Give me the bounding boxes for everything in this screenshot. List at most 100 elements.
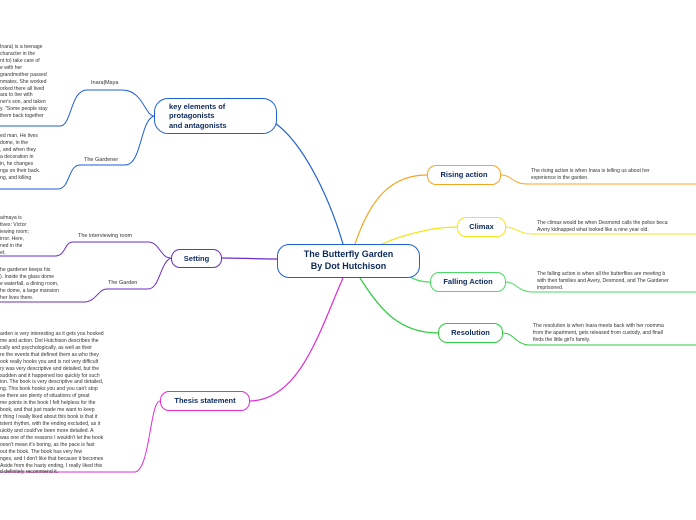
note-falling-line: The falling action is when all the butte… (537, 271, 666, 277)
connector-thesis (249, 277, 344, 402)
note-thesis-line: nges, and I don't like that because it b… (0, 455, 104, 462)
note-thesis-line: arden is very interesting as it gets you… (0, 331, 104, 337)
connector-thesis-note (0, 400, 161, 473)
topic-falling-action[interactable]: Falling Action (430, 272, 506, 292)
note-inara-line: nt to) take care of (0, 57, 40, 64)
rising-action-label: Rising action (440, 170, 488, 180)
connector-garden (0, 257, 172, 303)
note-thesis-line: out the book. The book has very few (0, 448, 83, 455)
note-thesis-line: re the events that defined them as who t… (0, 351, 99, 358)
setting-label: Setting (183, 253, 210, 263)
connector-rising-action (354, 174, 428, 245)
note-interviewing-line: a/maya is (0, 215, 22, 221)
connector-setting (221, 257, 278, 260)
thesis-label: Thesis statement (174, 396, 236, 406)
subtopic-the-garden[interactable]: The Garden (108, 280, 138, 286)
key-elements-label-line3: and antagonists (169, 120, 227, 130)
note-inara-line: y. "Some people stay (0, 106, 48, 113)
note-thesis-statement: arden is very interesting as it gets you… (0, 331, 130, 476)
note-thesis-line: uickly and could've been more detailed. … (0, 427, 94, 434)
note-thesis-line: ry was very descriptive and detailed, bu… (0, 365, 100, 372)
note-climax-line: Avery kidnapped what looked like a nine … (537, 226, 649, 233)
connector-rising-note (500, 174, 696, 185)
note-inara-line: nmates. She worked (0, 78, 47, 85)
note-thesis-line: se there are plenty of situations of gre… (0, 393, 90, 400)
topic-climax[interactable]: Climax (457, 217, 506, 237)
topic-thesis-statement[interactable]: Thesis statement (160, 391, 250, 411)
subtopic-the-gardener[interactable]: The Gardener (84, 157, 119, 163)
note-gardener-line: ng, and killing (0, 174, 32, 181)
connector-gardener (0, 115, 155, 190)
resolution-label: Resolution (451, 328, 490, 338)
note-thesis-line: Aside from the hasty ending, I really li… (0, 462, 103, 469)
topic-resolution[interactable]: Resolution (438, 323, 503, 343)
note-gardener-line: ed man. He lives (0, 133, 38, 139)
central-topic[interactable]: The Butterfly Garden By Dot Hutchison (277, 244, 420, 278)
note-interviewing-line: ned in the (0, 242, 23, 249)
note-gardener-line: dome, in the (0, 139, 29, 146)
note-thesis-line: ng. This book hooks you and you can't st… (0, 386, 98, 393)
note-interviewing-line: et. (0, 249, 6, 256)
note-resolution: The resolution is when Inara meets back … (533, 323, 696, 344)
note-rising-action: The rising action is when Inara is telli… (531, 168, 696, 182)
note-interviewing-line: iewing room; (0, 228, 29, 235)
note-the-garden: he gardener keeps his). Inside the glass… (0, 267, 80, 302)
note-climax: The climax would be when Desmond calls t… (537, 220, 696, 234)
note-resolution-line: finds the little girl's family. (533, 336, 591, 343)
note-resolution-line: The resolution is when Inara meets back … (533, 323, 664, 329)
note-thesis-line: istent rhythm, with the ending excluded,… (0, 420, 101, 427)
note-inara-line: e with her (0, 64, 23, 71)
note-inara-line: orked there all lived (0, 85, 45, 92)
note-inara-line: ara to live with (0, 92, 33, 99)
note-garden-line: he dome, a large mansion (0, 287, 59, 294)
note-gardener-line: , and when they (0, 146, 36, 153)
note-thesis-line: sudden and it happened too quickly for s… (0, 372, 100, 379)
note-falling-line: with their families and Avery, Desmond, … (537, 277, 669, 284)
subtopic-interviewing-room[interactable]: The interviewing room (78, 233, 133, 239)
connector-resolution (359, 277, 439, 334)
connector-climax (381, 226, 458, 245)
note-interviewing-line: tives: Victor (0, 221, 27, 228)
connector-resolution-note (502, 332, 696, 346)
note-resolution-line: from the apartment, gets released from c… (533, 329, 663, 336)
climax-label: Climax (469, 222, 494, 232)
note-gardener-line: in, he changes (0, 160, 34, 167)
note-thesis-line: ook really hooks you and is not very dif… (0, 358, 99, 365)
central-title-line1: The Butterfly Garden (303, 249, 394, 260)
note-climax-line: The climax would be when Desmond calls t… (537, 220, 668, 226)
note-falling-action: The falling action is when all the butte… (537, 271, 696, 292)
topic-setting[interactable]: Setting (171, 249, 222, 268)
note-thesis-line: was one of the reasons I wouldn't let th… (0, 434, 104, 441)
note-thesis-line: ion. The book is very descriptive and de… (0, 379, 104, 386)
connector-inara (0, 89, 155, 127)
note-thesis-line: oesn't mean it's boring, as the pace is … (0, 441, 95, 448)
connector-interviewing-room (0, 241, 172, 259)
note-gardener-line: ngs on their back. (0, 167, 41, 174)
central-title-line2: By Dot Hutchison (310, 261, 387, 271)
note-inara-line: grandmother passed (0, 71, 47, 78)
note-inara-line: Inara) is a teenage (0, 44, 43, 50)
topic-key-elements[interactable]: key elements of protagonists and antagon… (154, 98, 277, 134)
key-elements-label-line1: key elements of (169, 101, 226, 111)
note-gardener-line: a decoration in (0, 153, 34, 160)
topic-rising-action[interactable]: Rising action (427, 165, 501, 185)
note-thesis-line: me and action. Dot Hutchison describes t… (0, 337, 99, 344)
connector-climax-note (505, 226, 696, 235)
note-garden-line: ). Inside the glass dome (0, 273, 55, 280)
connector-key-elements (261, 115, 344, 245)
falling-action-label: Falling Action (443, 277, 493, 287)
note-thesis-line: d definitely recommend it. (0, 469, 59, 476)
note-rising-line: experience in the garden. (531, 174, 589, 181)
note-inara-line: character in the (0, 50, 36, 57)
note-garden-line: he gardener keeps his (0, 267, 51, 273)
note-thesis-line: r thing I really liked about this book i… (0, 414, 98, 421)
note-garden-line: her lives there. (0, 294, 34, 301)
key-elements-label-line2: protagonists (169, 111, 215, 121)
note-thesis-line: cally and psychologically, as well as th… (0, 344, 92, 351)
subtopic-inara-maya[interactable]: Inara|Maya (91, 80, 119, 86)
note-interviewing-line: irror. Here, (0, 235, 25, 242)
